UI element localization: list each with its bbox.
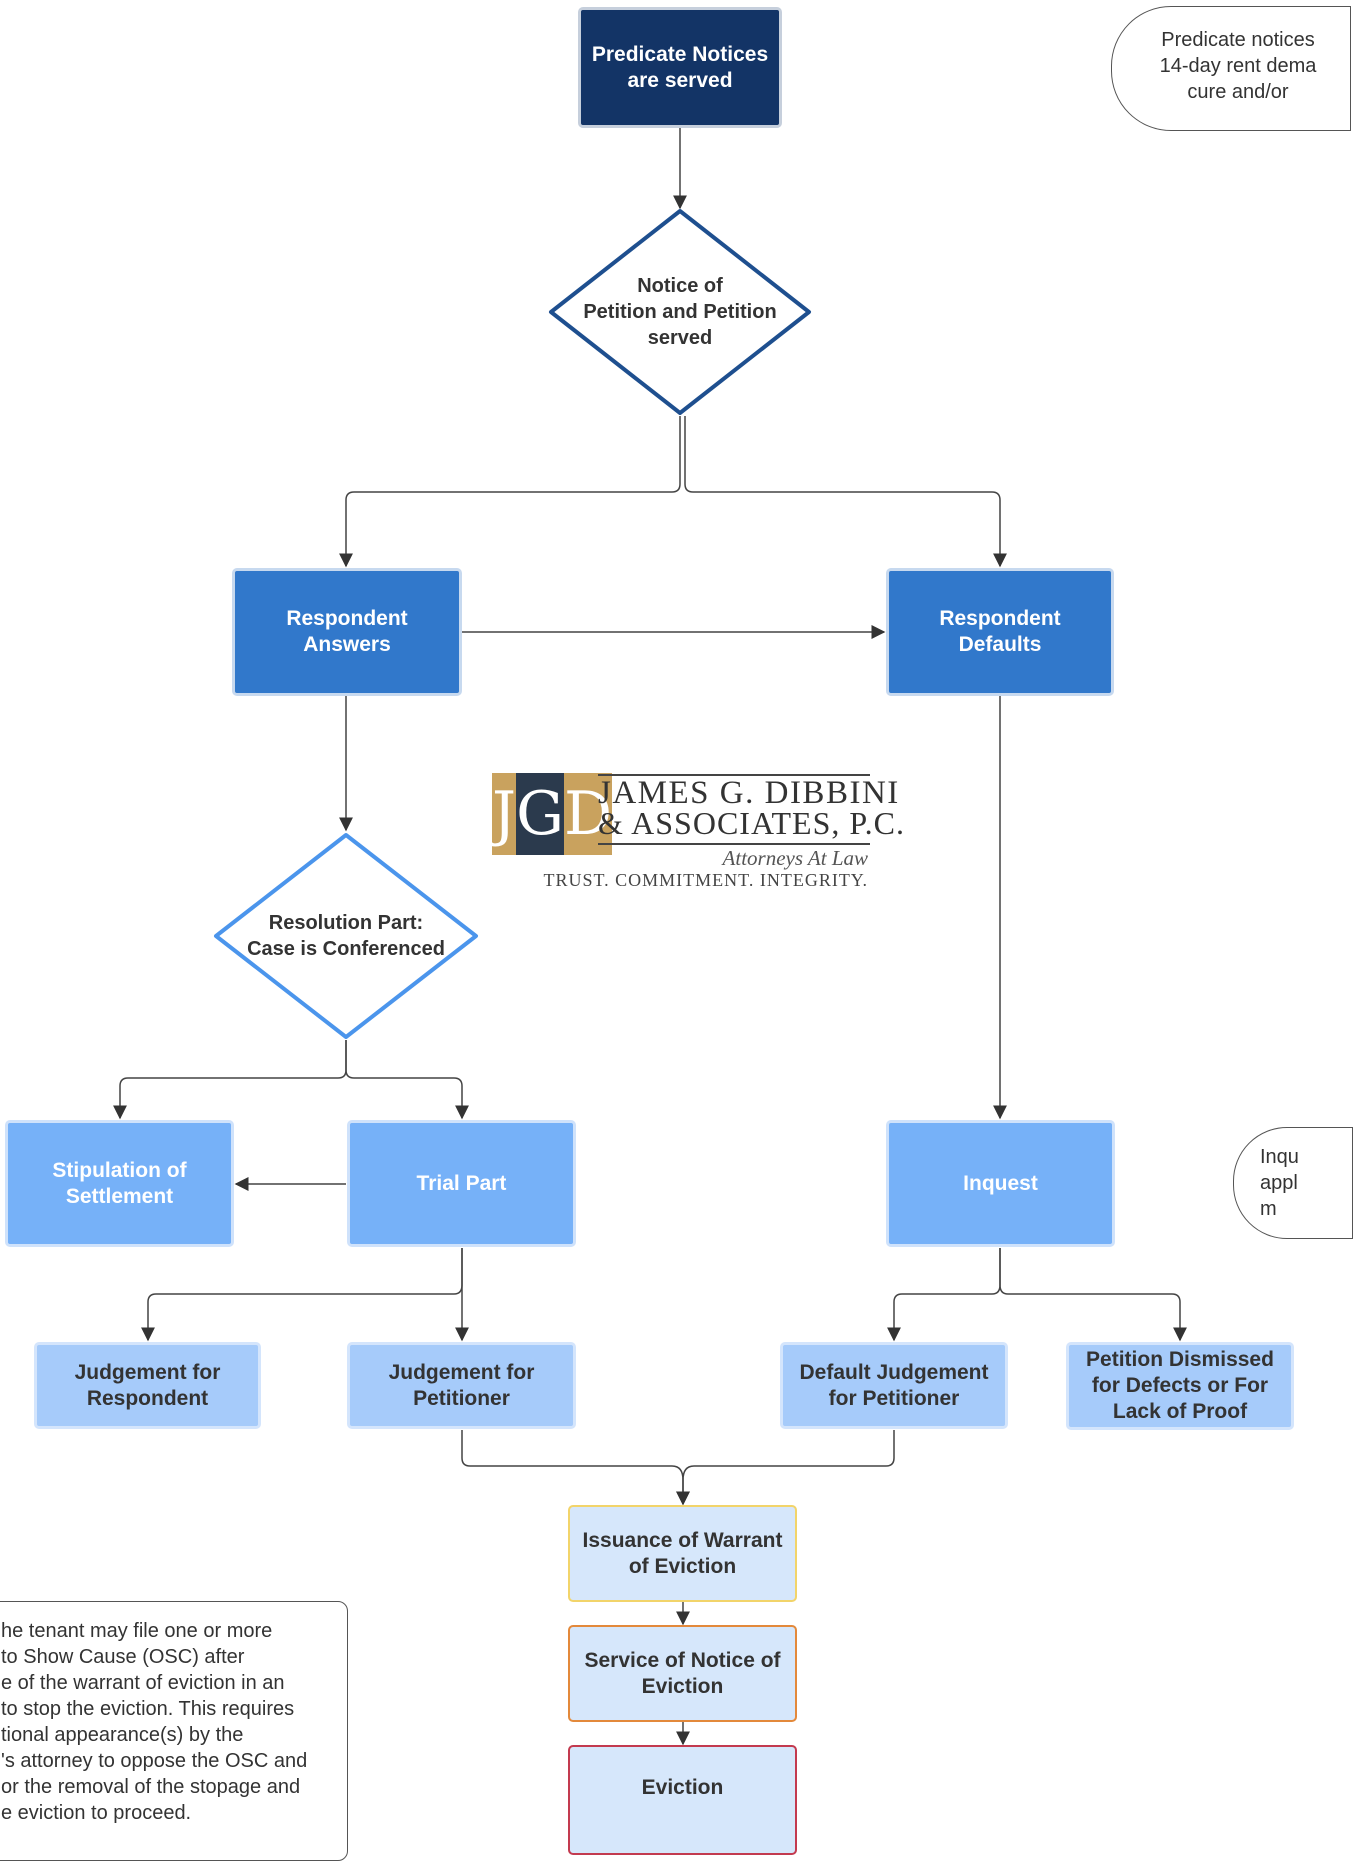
diamond-shape xyxy=(214,833,478,1039)
issuance-of-warrant-node: Issuance of Warrant of Eviction xyxy=(568,1505,797,1602)
firm-logo: J G D JAMES G. DIBBINI & ASSOCIATES, P.C… xyxy=(492,773,905,893)
monogram-letter-d: D xyxy=(564,773,613,855)
eviction-node: Eviction xyxy=(568,1745,797,1855)
resolution-part-label: Resolution Part: Case is Conferenced xyxy=(247,912,445,960)
arrow-resolution-to-trial xyxy=(345,1040,469,1120)
notice-of-petition-label: Notice of Petition and Petition served xyxy=(583,275,777,349)
monogram-letter-j: J xyxy=(492,773,517,855)
arrow-inquest-to-default-judgement xyxy=(887,1248,1001,1342)
stipulation-of-settlement-node: Stipulation of Settlement xyxy=(5,1120,234,1247)
predicate-notices-note: Predicate notices 14-day rent dema cure … xyxy=(1111,6,1351,131)
resolution-part-decision: Resolution Part: Case is Conferenced xyxy=(213,832,479,1040)
diamond-shape xyxy=(549,209,811,415)
logo-rule-top xyxy=(598,774,870,776)
petition-dismissed-node: Petition Dismissed for Defects or For La… xyxy=(1066,1342,1294,1430)
inquest-node: Inquest xyxy=(886,1120,1115,1247)
inquest-note: Inqu appl m xyxy=(1233,1127,1353,1239)
judgement-for-respondent-node: Judgement for Respondent xyxy=(34,1342,261,1429)
jgd-monogram: J G D xyxy=(492,773,613,855)
monogram-letter-g: G xyxy=(516,773,564,855)
firm-motto: TRUST. COMMITMENT. INTEGRITY. xyxy=(543,870,868,890)
arrow-notice-to-defaults xyxy=(684,416,1007,568)
logo-rule-bottom xyxy=(598,843,870,845)
respondent-answers-node: Respondent Answers xyxy=(232,568,462,696)
predicate-notices-node: Predicate Notices are served xyxy=(578,7,782,128)
arrow-resolution-to-stipulation xyxy=(113,1040,347,1120)
connector-layer xyxy=(113,128,1187,1746)
arrow-notice-to-answers xyxy=(339,416,681,568)
service-of-notice-node: Service of Notice of Eviction xyxy=(568,1625,797,1722)
firm-name-line2: & ASSOCIATES, P.C. xyxy=(598,805,905,841)
notice-of-petition-decision: Notice of Petition and Petition served xyxy=(548,208,812,416)
firm-name-line1: JAMES G. DIBBINI xyxy=(598,775,900,811)
arrow-default-to-warrant xyxy=(676,1430,895,1506)
firm-tagline: Attorneys At Law xyxy=(722,846,868,870)
judgement-for-petitioner-node: Judgement for Petitioner xyxy=(347,1342,576,1429)
arrow-inquest-to-dismissal xyxy=(999,1248,1187,1342)
respondent-defaults-node: Respondent Defaults xyxy=(886,568,1114,696)
arrow-judgement-to-warrant xyxy=(461,1430,690,1506)
arrow-trial-to-judgement-respondent xyxy=(141,1248,463,1342)
trial-part-node: Trial Part xyxy=(347,1120,576,1247)
order-to-show-cause-note: he tenant may file one or more to Show C… xyxy=(0,1601,348,1861)
default-judgement-node: Default Judgement for Petitioner xyxy=(780,1342,1008,1429)
